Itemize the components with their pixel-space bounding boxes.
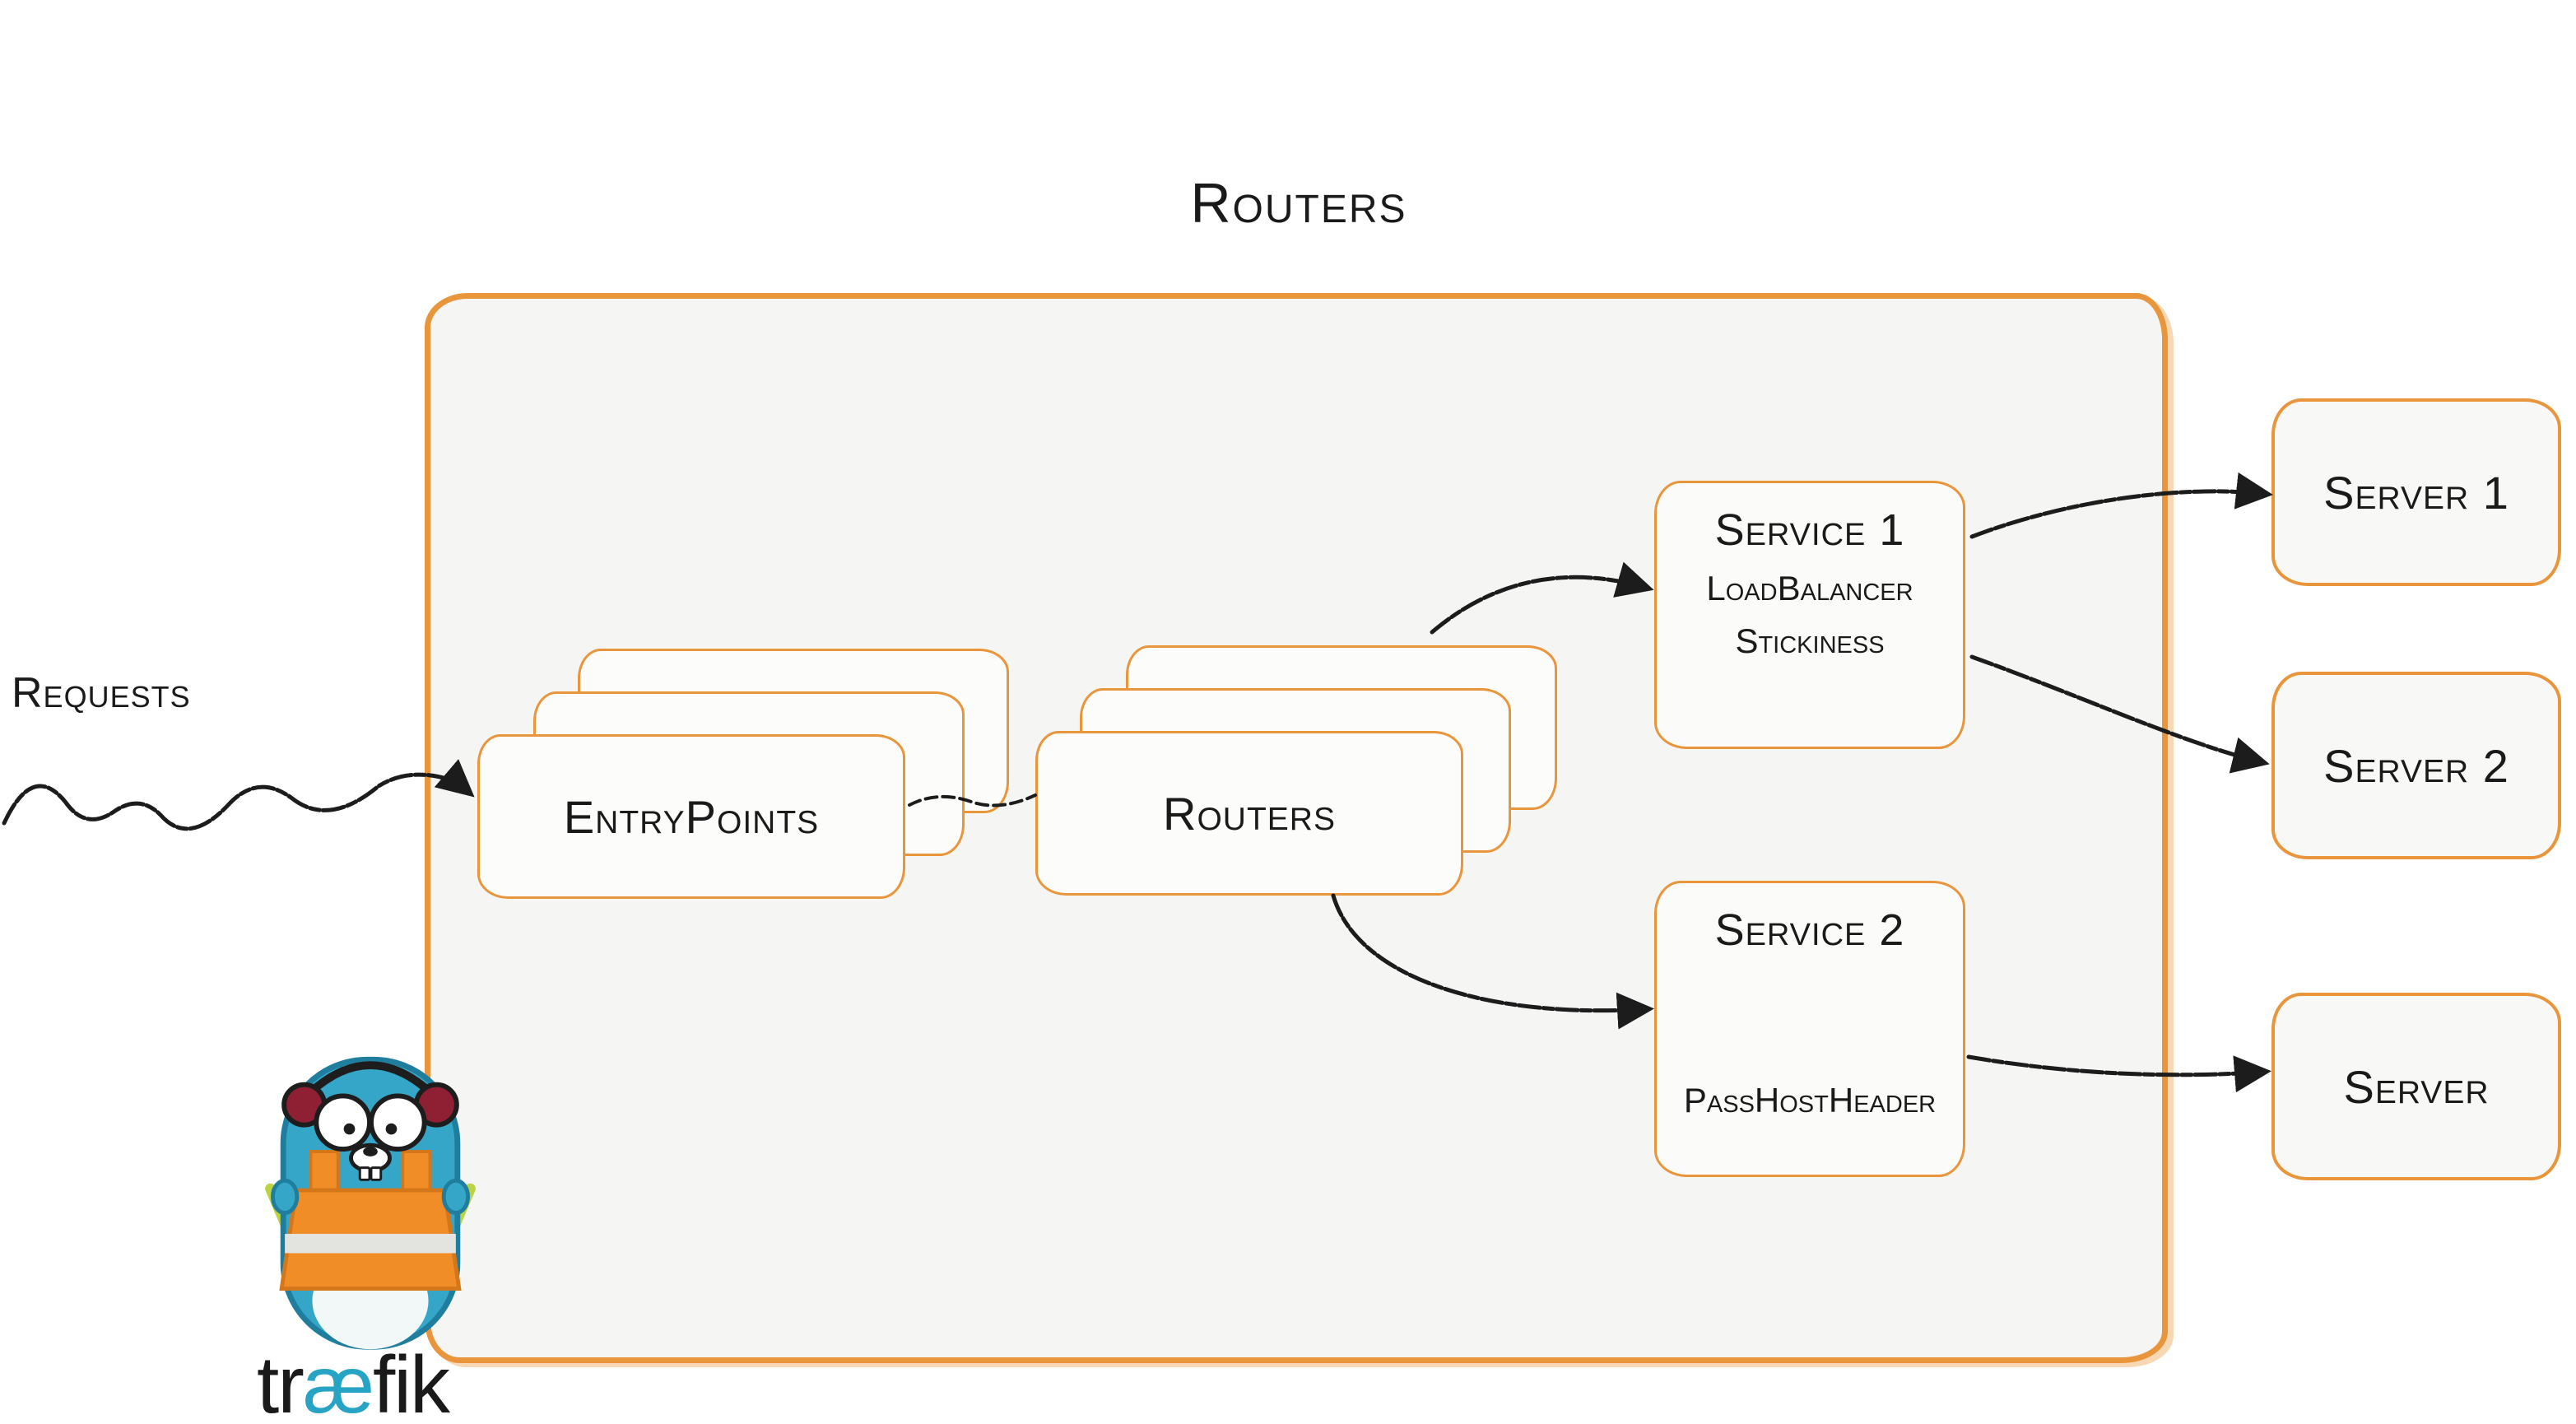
server2-box: Server 2	[2271, 672, 2561, 859]
traefik-wordmark: træfik	[257, 1338, 450, 1424]
gopher-eyes	[314, 1093, 427, 1152]
server-box: Server	[2271, 993, 2561, 1180]
gopher-hands	[270, 1178, 471, 1215]
requests-label: Requests	[12, 669, 191, 717]
server-label: Server	[2343, 1060, 2490, 1113]
server1-box: Server 1	[2271, 398, 2561, 586]
server1-label: Server 1	[2323, 466, 2509, 519]
service2-box: Service 2 PassHostHeader	[1654, 881, 1965, 1177]
requests-arrow	[2, 759, 475, 831]
service2-passhostheader-label: PassHostHeader	[1683, 1081, 1937, 1119]
diagram-title: Routers	[1190, 172, 1407, 235]
wordmark-prefix: tr	[257, 1339, 305, 1424]
wordmark-ligature: æ	[302, 1339, 374, 1424]
wordmark-suffix: fik	[373, 1339, 450, 1424]
entrypoints-label: EntryPoints	[563, 790, 820, 843]
server2-label: Server 2	[2323, 739, 2509, 792]
service1-loadbalancer-label: LoadBalancer	[1706, 569, 1913, 607]
routers-box: Routers	[1035, 731, 1463, 896]
service1-stickiness-label: Stickiness	[1735, 621, 1885, 660]
traefik-gopher-mascot	[265, 1056, 476, 1350]
safety-vest	[279, 1150, 462, 1291]
headphones-icon	[281, 1061, 459, 1128]
routers-label: Routers	[1163, 787, 1336, 840]
gopher-snout	[349, 1142, 392, 1181]
service2-title: Service 2	[1714, 905, 1905, 955]
service1-title: Service 1	[1714, 505, 1905, 555]
service1-box: Service 1 LoadBalancer Stickiness	[1654, 481, 1965, 749]
entrypoints-box: EntryPoints	[477, 734, 905, 899]
